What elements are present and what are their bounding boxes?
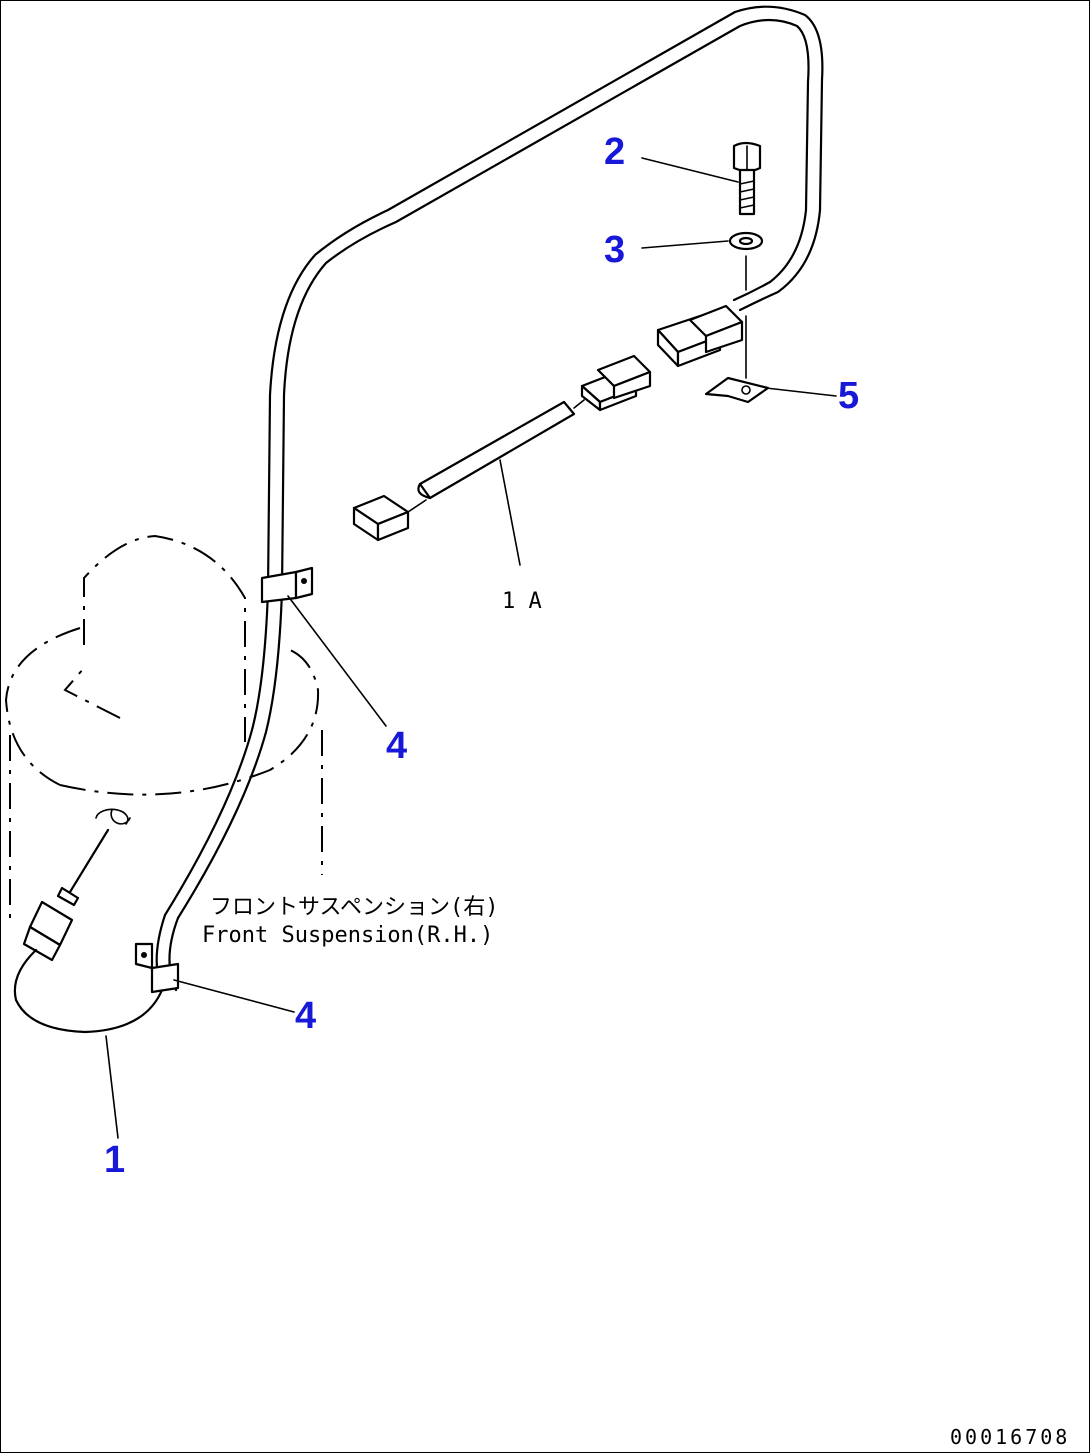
main-harness <box>155 5 824 992</box>
suspension-label-en: Front Suspension(R.H.) <box>202 923 493 948</box>
clamp-lower <box>134 942 180 994</box>
sub-harness-1a <box>352 354 652 542</box>
callout-2: 2 <box>604 131 625 173</box>
callout-5: 5 <box>838 375 859 417</box>
sensor-assembly <box>13 828 164 1034</box>
drawing-number: 00016708 <box>950 1425 1070 1449</box>
leader-lines <box>105 157 837 1139</box>
callout-3: 3 <box>604 229 625 271</box>
harness-connector <box>656 304 744 368</box>
callout-1: 1 <box>104 1139 125 1181</box>
washer <box>728 231 764 251</box>
front-suspension-outline <box>4 534 323 925</box>
bolt <box>732 141 762 216</box>
clamp-upper <box>260 566 314 604</box>
callout-4-upper: 4 <box>386 725 407 767</box>
suspension-label-jp: フロントサスペンション(右) <box>210 895 499 920</box>
callout-4-lower: 4 <box>295 995 316 1037</box>
bracket <box>704 255 770 404</box>
sub-assembly-label: 1 A <box>502 589 542 614</box>
